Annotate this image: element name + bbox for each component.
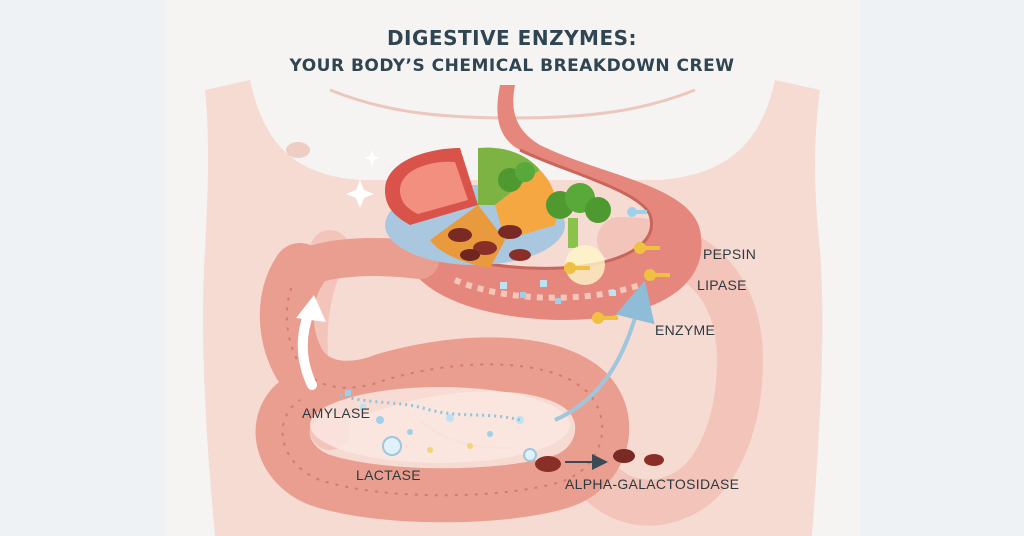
label-lipase: LIPASE	[697, 277, 747, 293]
label-pepsin: PEPSIN	[703, 246, 757, 262]
kidney-bean-icon	[448, 225, 531, 261]
intestine-lumen	[310, 387, 570, 463]
label-amylase: AMYLASE	[302, 405, 371, 421]
nipple-left	[286, 142, 310, 158]
broccoli-icon	[498, 162, 611, 248]
flow-arrow-icon	[554, 280, 655, 422]
label-lactase: LACTASE	[356, 467, 421, 483]
sparkle-icon	[346, 150, 605, 285]
food-plate	[346, 147, 611, 285]
title-block: DIGESTIVE ENZYMES: YOUR BODY’S CHEMICAL …	[0, 26, 1024, 76]
lactase-bubble	[382, 436, 402, 456]
kidney-bean-icon	[523, 448, 664, 472]
label-enzyme: ENZYME	[655, 322, 716, 338]
molecule-particles	[345, 280, 616, 410]
title-line-1: DIGESTIVE ENZYMES:	[386, 26, 638, 50]
title-line-2: YOUR BODY’S CHEMICAL BREAKDOWN CREW	[289, 56, 735, 76]
enzyme-key-icon	[564, 207, 670, 324]
flow-arrow-icon	[296, 295, 326, 390]
label-alpha-galactosidase: ALPHA-GALACTOSIDASE	[565, 476, 740, 492]
